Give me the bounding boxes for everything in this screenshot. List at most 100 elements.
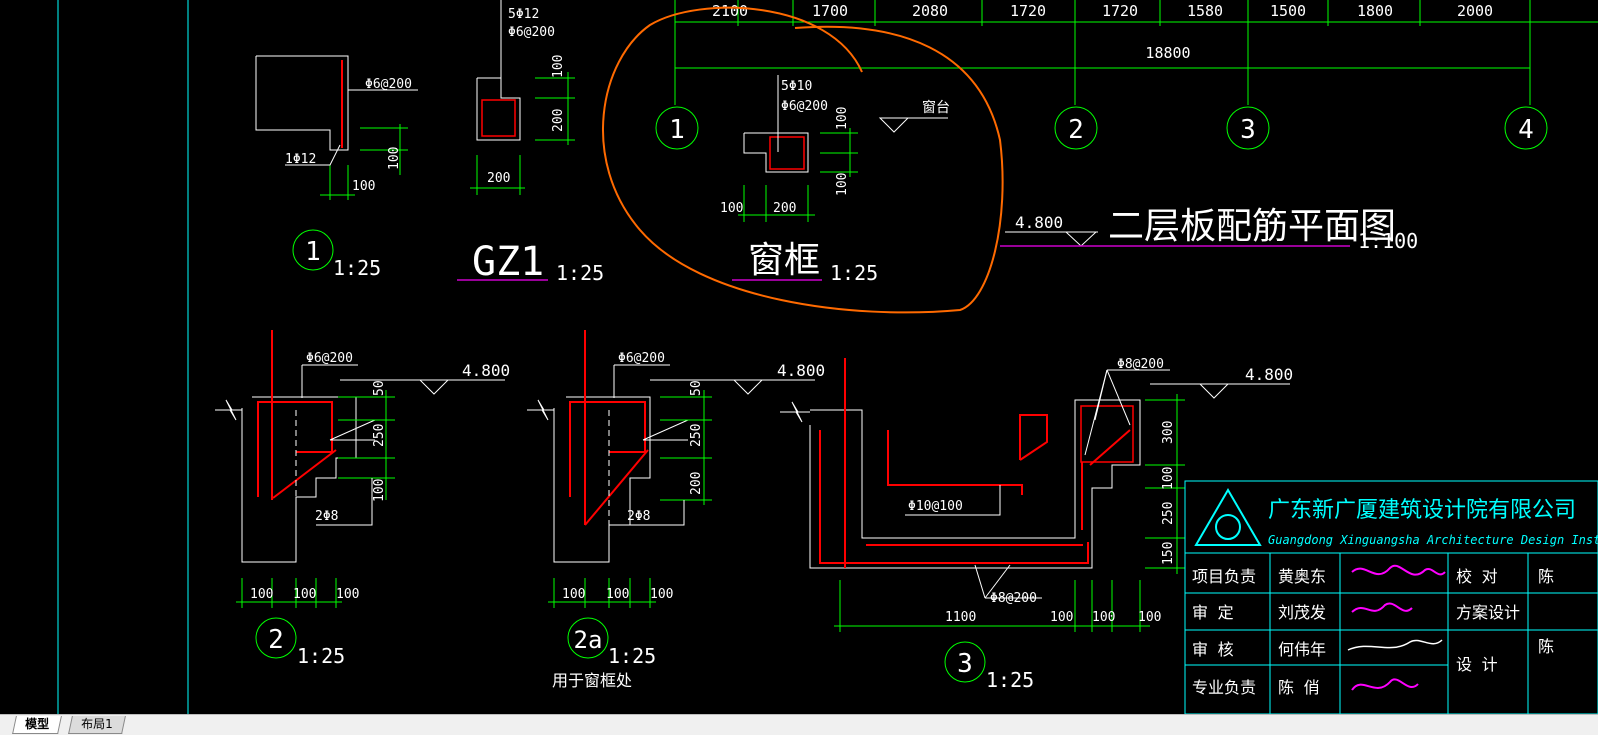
tb-role-3: 审 核 [1192, 640, 1234, 659]
wf-dim-h1: 100 [720, 201, 743, 216]
signature-4-icon [1351, 678, 1419, 691]
d3-dim-v4: 150 [1161, 542, 1176, 565]
axis-span-8: 1800 [1357, 2, 1393, 20]
axis-span-6: 1580 [1187, 2, 1223, 20]
d3-rebar-top: Φ8@200 [1117, 357, 1164, 372]
cad-drawing-canvas[interactable]: 2100 1700 2080 1720 1720 1580 1500 1800 … [0, 0, 1598, 714]
axis-label-3: 3 [1240, 115, 1256, 145]
axis-label-1: 1 [669, 115, 685, 145]
tb-name-3: 何伟年 [1278, 640, 1326, 659]
d2-dim-v1: 50 [372, 380, 387, 396]
signature-2-icon [1351, 602, 1413, 613]
detail-2a[interactable]: Φ6@200 4.800 2Φ8 50 250 200 100 100 100 … [527, 330, 825, 690]
wf-sill-label: 窗台 [922, 99, 950, 116]
d2a-dim-v3: 200 [689, 472, 704, 495]
d3-rebar-mid: Φ10@100 [908, 499, 963, 514]
tb-name-2: 刘茂发 [1278, 603, 1326, 622]
signature-3-icon [1347, 639, 1443, 651]
d2-dim-h1: 100 [250, 587, 273, 602]
company-name-cn: 广东新广厦建筑设计院有限公司 [1268, 498, 1576, 523]
axis-label-4: 4 [1518, 115, 1534, 145]
wf-rebar-top: 5Φ10 [781, 79, 812, 94]
axis-span-3: 2080 [912, 2, 948, 20]
wf-dim-v1: 100 [835, 107, 850, 130]
wf-dim-h2: 200 [773, 201, 796, 216]
plan-title-text: 二层板配筋平面图 [1108, 206, 1396, 247]
company-name-en: Guangdong Xinguangsha Architecture Desig… [1268, 533, 1598, 547]
signature-1-icon [1351, 564, 1446, 576]
d2a-bars: 2Φ8 [627, 509, 650, 524]
d3-dim-h1: 1100 [945, 610, 976, 625]
d3-rebar-bot: Φ8@200 [990, 591, 1037, 606]
detail1-bubble: 1 [305, 237, 321, 267]
d2a-note: 用于窗框处 [552, 671, 632, 690]
title-block[interactable]: 广东新广厦建筑设计院有限公司 Guangdong Xinguangsha Arc… [1184, 480, 1598, 714]
markup-circle [602, 6, 1004, 314]
d3-dim-v1: 300 [1161, 421, 1176, 444]
tab-model[interactable]: 模型 [12, 716, 62, 734]
detail1-scale: 1:25 [333, 256, 381, 280]
d2-dim-v3: 100 [372, 479, 387, 502]
d3-scale: 1:25 [986, 668, 1034, 692]
detail-2[interactable]: Φ6@200 4.800 2Φ8 50 250 100 100 100 100 … [215, 330, 510, 668]
gz1-scale: 1:25 [556, 261, 604, 285]
plan-title: 4.800 二层板配筋平面图 1:100 [1000, 206, 1418, 253]
tb-role-1: 项目负责 [1192, 567, 1256, 586]
axis-span-5: 1720 [1102, 2, 1138, 20]
gz1-title: GZ1 [472, 239, 544, 285]
layout-tab-bar: 模型 布局1 [0, 714, 1598, 735]
d3-dim-h4: 100 [1138, 610, 1161, 625]
d2a-dim-h3: 100 [650, 587, 673, 602]
d2a-dim-h2: 100 [606, 587, 629, 602]
company-logo-icon [1194, 488, 1262, 546]
tb-right-name-1: 陈 [1538, 567, 1554, 586]
detail-gz1[interactable]: 5Φ12 Φ6@200 100 200 200 GZ1 1:25 [457, 0, 604, 285]
d2-rebar-tie: Φ6@200 [306, 351, 353, 366]
tb-role-4: 专业负责 [1192, 678, 1256, 697]
detail1-dim: 100 [352, 179, 375, 194]
d2-elev: 4.800 [462, 361, 510, 380]
wf-title: 窗框 [748, 240, 820, 281]
tab-layout1[interactable]: 布局1 [68, 716, 126, 734]
gz1-dim-v2: 200 [551, 109, 566, 132]
d2-scale: 1:25 [297, 644, 345, 668]
tb-right-label-3: 设 计 [1456, 655, 1498, 674]
gz1-dim-v1: 100 [551, 55, 566, 78]
d3-bubble: 3 [957, 649, 973, 679]
d2-bubble: 2 [268, 625, 284, 655]
d3-dim-v2: 100 [1161, 467, 1176, 490]
d2a-bubble: 2a [574, 626, 603, 654]
tb-right-label-2: 方案设计 [1456, 603, 1520, 622]
detail-window-frame[interactable]: 5Φ10 Φ6@200 窗台 100 100 100 200 窗框 1:25 [720, 75, 950, 285]
tb-name-1: 黄奥东 [1278, 567, 1326, 586]
d3-dim-h3: 100 [1092, 610, 1115, 625]
detail-1[interactable]: Φ6@200 1Φ12 100 100 1 1:25 [255, 55, 418, 280]
plan-scale: 1:100 [1358, 229, 1418, 253]
gz1-rebar-top: 5Φ12 [508, 7, 539, 22]
detail1-dim-v: 100 [387, 147, 402, 170]
d3-elev: 4.800 [1245, 365, 1293, 384]
wf-scale: 1:25 [830, 261, 878, 285]
gz1-rebar-tie: Φ6@200 [508, 25, 555, 40]
d2a-scale: 1:25 [608, 644, 656, 668]
axis-span-9: 2000 [1457, 2, 1493, 20]
d2-bars: 2Φ8 [315, 509, 338, 524]
tb-right-label-1: 校 对 [1456, 567, 1498, 586]
d3-dim-h2: 100 [1050, 610, 1073, 625]
d2a-rebar-tie: Φ6@200 [618, 351, 665, 366]
top-axis-dimensions [674, 0, 1598, 105]
d2a-dim-h1: 100 [562, 587, 585, 602]
d3-dim-v3: 250 [1161, 502, 1176, 525]
d2a-dim-v2: 250 [689, 424, 704, 447]
detail-3[interactable]: Φ8@200 4.800 Φ10@100 Φ8@200 300 100 250 … [780, 357, 1293, 692]
axis-span-1: 2100 [712, 2, 748, 20]
axis-span-2: 1700 [812, 2, 848, 20]
d2-dim-h3: 100 [336, 587, 359, 602]
detail1-rebar-b: 1Φ12 [285, 152, 316, 167]
axis-span-7: 1500 [1270, 2, 1306, 20]
axis-span-4: 1720 [1010, 2, 1046, 20]
axis-total: 18800 [1145, 44, 1190, 62]
plan-elev: 4.800 [1015, 213, 1063, 232]
d2-dim-v2: 250 [372, 424, 387, 447]
d2a-elev: 4.800 [777, 361, 825, 380]
